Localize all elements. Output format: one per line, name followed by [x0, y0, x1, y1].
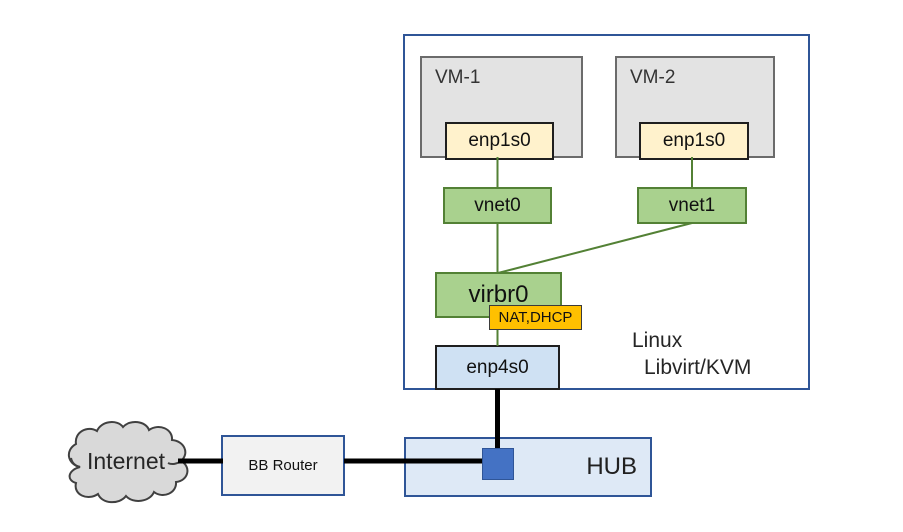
vnet0-box: vnet0 [443, 187, 552, 224]
host-kvm-label: Linux Libvirt/KVM [632, 327, 751, 381]
cloud-inner-curl-left [70, 457, 81, 468]
hub-port-square [482, 448, 514, 480]
enp4s0-box: enp4s0 [435, 345, 560, 390]
nat-dhcp-badge: NAT,DHCP [489, 305, 582, 330]
vm1-nic-enp1s0: enp1s0 [445, 122, 554, 160]
vm1-box: VM-1 enp1s0 [420, 56, 583, 160]
hub-box: HUB [404, 437, 652, 497]
vm1-title: VM-1 [435, 67, 481, 88]
internet-label: Internet [87, 448, 165, 474]
vm2-nic-enp1s0: enp1s0 [639, 122, 749, 160]
vm2-box: VM-2 enp1s0 [615, 56, 775, 160]
host-kvm-label-line2: Libvirt/KVM [644, 356, 752, 379]
hub-label: HUB [586, 453, 637, 480]
vm2-title: VM-2 [630, 67, 676, 88]
bb-router-box: BB Router [221, 435, 345, 496]
vnet1-box: vnet1 [637, 187, 747, 224]
host-kvm-label-line1: Linux [632, 329, 683, 352]
bb-router-label: BB Router [248, 457, 318, 474]
